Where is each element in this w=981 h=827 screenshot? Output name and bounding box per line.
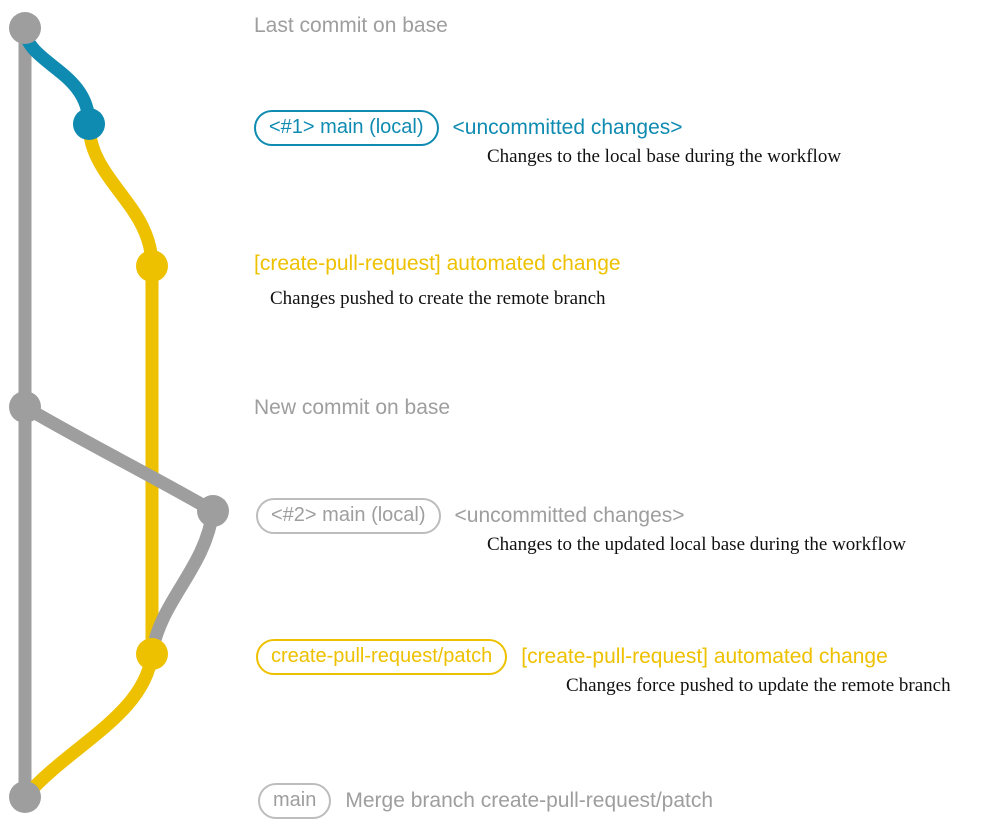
commit-node-remote-2[interactable] <box>136 638 168 670</box>
commit-row-new-commit-on-base: New commit on base <box>254 396 450 420</box>
merge-line <box>18 647 159 804</box>
commit-row-merge-commit: main Merge branch create-pull-request/pa… <box>258 783 713 819</box>
commit-node-local-1[interactable] <box>73 108 105 140</box>
remote-branch-line-1 <box>82 117 159 273</box>
commit-row-remote-change-2: create-pull-request/patch [create-pull-r… <box>256 639 888 675</box>
commit-description: Changes pushed to create the remote bran… <box>270 288 606 309</box>
commit-row-last-commit-on-base: Last commit on base <box>254 14 448 38</box>
commit-subject: [create-pull-request] automated change <box>254 252 621 275</box>
local-to-remote-line-2 <box>145 504 220 661</box>
commit-node-base-last[interactable] <box>9 12 41 44</box>
local-branch-line-1 <box>18 21 96 131</box>
commit-subject: <uncommitted changes> <box>452 116 683 139</box>
git-commit-graph <box>9 12 229 813</box>
commit-row-local-change-1: <#1> main (local) <uncommitted changes> <box>254 110 683 146</box>
commit-subject: <uncommitted changes> <box>454 504 685 527</box>
commit-subject: Last commit on base <box>254 14 448 37</box>
branch-pill-main[interactable]: main <box>258 783 332 819</box>
branch-pill-create-pull-request-patch[interactable]: create-pull-request/patch <box>256 639 508 675</box>
branch-pill-main-local-2[interactable]: <#2> main (local) <box>256 498 441 534</box>
commit-node-local-2[interactable] <box>197 495 229 527</box>
commit-node-base-merge[interactable] <box>9 781 41 813</box>
branch-pill-main-local-1[interactable]: <#1> main (local) <box>254 110 439 146</box>
commit-node-base-new[interactable] <box>9 391 41 423</box>
commit-description: Changes to the local base during the wor… <box>487 146 842 167</box>
commit-description: Changes to the updated local base during… <box>487 534 906 555</box>
commit-row-remote-change-1: [create-pull-request] automated change <box>254 252 621 276</box>
commit-node-remote-1[interactable] <box>136 250 168 282</box>
commit-description: Changes force pushed to update the remot… <box>566 675 951 696</box>
local-branch-line-2 <box>18 400 220 518</box>
commit-subject: Merge branch create-pull-request/patch <box>345 789 714 812</box>
commit-subject: [create-pull-request] automated change <box>521 645 888 668</box>
commit-subject: New commit on base <box>254 396 451 419</box>
commit-row-local-change-2: <#2> main (local) <uncommitted changes> <box>256 498 685 534</box>
